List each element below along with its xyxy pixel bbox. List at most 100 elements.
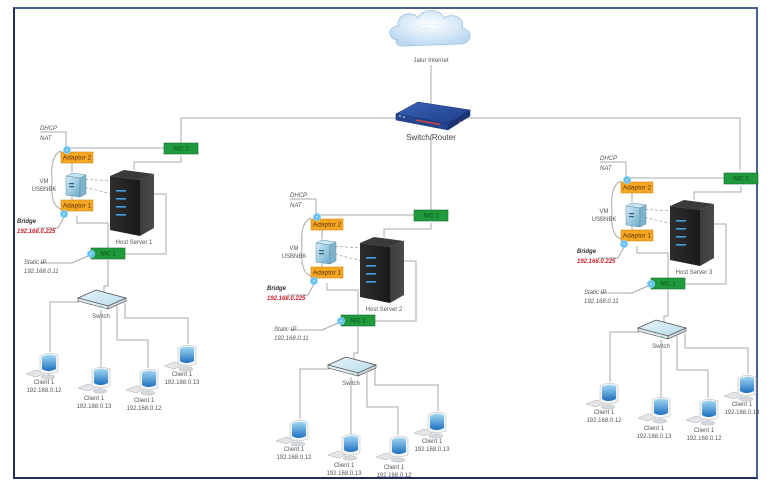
bridge-ip-label: 192.168.0.225 — [17, 229, 56, 235]
nic-2[interactable]: NIC 2 — [163, 142, 199, 155]
nic-2[interactable]: NIC 2 — [413, 209, 449, 222]
nic-1[interactable]: NIC 1 — [340, 314, 376, 327]
client-computer-icon[interactable] — [77, 367, 111, 394]
client-ip-label: 192.168.0.12 — [126, 406, 162, 412]
cloud-icon — [389, 10, 471, 47]
nic1-to-switch-link — [103, 260, 109, 292]
nic-1-label: NIC 1 — [100, 252, 116, 258]
nat-label: NAT — [40, 136, 53, 142]
router-link-server1 — [180, 117, 410, 149]
client-name-label: Client 1 — [134, 398, 155, 404]
internet-uplink: Jalur Internet Switch/Router — [180, 10, 741, 220]
client-computer-icon[interactable] — [413, 412, 447, 439]
switch-client-link — [609, 331, 639, 382]
client-computer-icon[interactable] — [125, 369, 159, 396]
client-computer-icon[interactable] — [25, 353, 59, 380]
adaptor1-port-dot-icon — [60, 209, 69, 218]
nic-1[interactable]: NIC 1 — [90, 247, 126, 260]
bridge-label: Bridge — [577, 249, 597, 255]
server-to-nic1-link — [684, 223, 727, 285]
internet-label: Jalur Internet — [413, 58, 448, 64]
nic-2-label: NIC 2 — [423, 214, 439, 220]
host-cluster-2: DHCPNATVMUSBNBKBridge192.168.0.225Static… — [267, 193, 450, 479]
server-to-nic1-link — [374, 260, 417, 322]
bridge-ip-label: 192.168.0.225 — [267, 296, 306, 302]
cluster-wires — [598, 161, 749, 398]
switch-icon[interactable] — [76, 289, 128, 310]
nic1-port-dot-icon — [87, 249, 96, 258]
client-ip-label: 192.168.0.13 — [414, 447, 450, 453]
vm-brace — [611, 180, 622, 240]
cluster-wires — [38, 131, 189, 368]
nic-2[interactable]: NIC 2 — [723, 172, 759, 185]
client-computer-icon[interactable] — [637, 397, 671, 424]
client-computer-icon[interactable] — [585, 383, 619, 410]
adaptor1-port-dot-icon — [620, 239, 629, 248]
client-name-label: Client 1 — [694, 428, 715, 434]
adaptor-2[interactable]: Adaptor 2 — [310, 218, 344, 231]
adaptor1-to-nic1-link — [76, 216, 109, 248]
client-name-label: Client 1 — [284, 447, 305, 453]
adaptor2-port-dot-icon — [623, 175, 632, 184]
client-ip-label: 192.168.0.13 — [636, 434, 672, 440]
bridge-leader — [598, 246, 625, 259]
vm-brace — [51, 150, 62, 210]
adaptor2-port-dot-icon — [313, 212, 322, 221]
switch-icon[interactable] — [326, 356, 378, 377]
vm-name-label: USBNBK — [282, 254, 307, 260]
adaptor1-to-nic1-link — [326, 283, 359, 315]
virtual-machine-icon — [625, 202, 647, 228]
dhcp-nat-leader — [600, 161, 627, 180]
vm-name-label: USBNBK — [592, 217, 617, 223]
adaptor1-to-nic1-link — [636, 246, 669, 278]
client-computer-icon[interactable] — [685, 399, 719, 426]
nic2-to-server-link — [133, 156, 182, 170]
bridge-label: Bridge — [17, 219, 37, 225]
client-ip-label: 192.168.0.12 — [276, 455, 312, 461]
static-ip-value: 192.168.0.11 — [24, 269, 59, 275]
adaptor-2[interactable]: Adaptor 2 — [60, 151, 94, 164]
server-icon[interactable] — [670, 200, 714, 266]
host-server-label: Host Server 3 — [676, 270, 713, 276]
nic2-to-server-link — [693, 186, 742, 200]
bridge-label: Bridge — [267, 286, 287, 292]
adaptor-2-label: Adaptor 2 — [63, 155, 92, 162]
adaptor-1[interactable]: Adaptor 1 — [620, 229, 654, 242]
static-ip-label: Static IP — [274, 327, 296, 333]
static-ip-value: 192.168.0.11 — [274, 336, 309, 342]
server-to-nic1-link — [124, 193, 167, 255]
adaptor-2[interactable]: Adaptor 2 — [620, 181, 654, 194]
client-computer-icon[interactable] — [723, 375, 757, 402]
switch-icon[interactable] — [636, 319, 688, 340]
static-ip-leader — [290, 322, 339, 331]
switch-label: Switch — [342, 381, 360, 387]
client-computer-icon[interactable] — [163, 345, 197, 372]
switch-client-link — [124, 303, 189, 344]
client-ip-label: 192.168.0.13 — [724, 410, 760, 416]
nic-1-label: NIC 1 — [350, 319, 366, 325]
static-ip-leader — [40, 255, 89, 264]
client-name-label: Client 1 — [334, 463, 355, 469]
client-computer-icon[interactable] — [275, 420, 309, 447]
router-label: Switch/Router — [406, 133, 456, 142]
nic-2-label: NIC 2 — [173, 147, 189, 153]
vm-brace — [301, 217, 312, 277]
client-computer-icon[interactable] — [375, 436, 409, 463]
server-icon[interactable] — [110, 170, 154, 236]
vm-label: VM — [600, 209, 609, 215]
adaptor1-port-dot-icon — [310, 276, 319, 285]
cluster-wires — [288, 198, 439, 435]
switch-label: Switch — [652, 344, 670, 350]
virtual-machine-icon — [315, 239, 337, 265]
adaptor-1[interactable]: Adaptor 1 — [60, 199, 94, 212]
router-icon[interactable] — [395, 101, 471, 131]
switch-client-link — [116, 306, 149, 368]
virtual-machine-icon — [65, 172, 87, 198]
switch-client-link — [366, 373, 399, 435]
nic-1[interactable]: NIC 1 — [650, 277, 686, 290]
adaptor-1-label: Adaptor 1 — [313, 270, 342, 277]
adaptor-1[interactable]: Adaptor 1 — [310, 266, 344, 279]
client-computer-icon[interactable] — [327, 434, 361, 461]
server-icon[interactable] — [360, 237, 404, 303]
static-ip-leader — [600, 285, 649, 294]
